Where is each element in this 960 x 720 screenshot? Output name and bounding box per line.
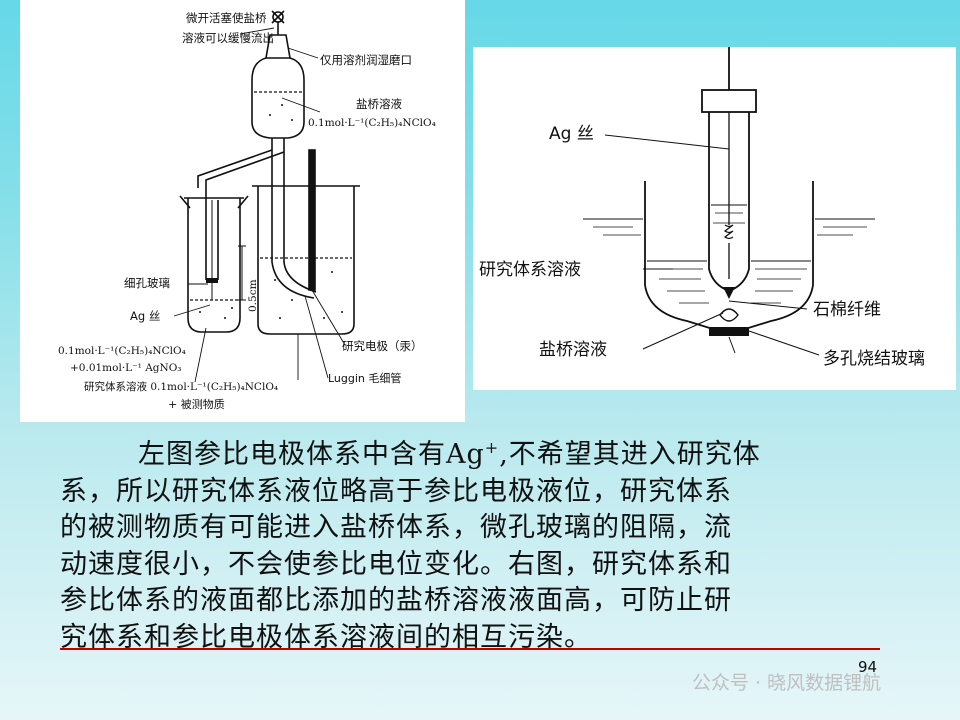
label-salt-bridge-right: 盐桥溶液 bbox=[539, 340, 607, 360]
paragraph-line-3: 的被测物质有可能进入盐桥体系，微孔玻璃的阻隔，流 bbox=[60, 512, 732, 543]
right-diagram-panel: Ag 丝 研究体系溶液 石棉纤维 盐桥溶液 多孔烧结玻璃 bbox=[473, 47, 956, 390]
red-underline bbox=[60, 648, 880, 650]
label-stopcock-2: 溶液可以缓慢流出 bbox=[182, 31, 274, 45]
silver-ion-charge: + bbox=[484, 438, 500, 457]
label-salt-concentration: 0.1mol·L⁻¹(C₂H₅)₄NClO₄ bbox=[308, 117, 436, 129]
paragraph-line-5: 参比体系的液面都比添加的盐桥溶液液面高，可防止研 bbox=[60, 585, 732, 616]
salt-bridge-electrode-diagram: Ag 丝 研究体系溶液 石棉纤维 盐桥溶液 多孔烧结玻璃 bbox=[479, 47, 925, 369]
label-working-electrode: 研究电极（汞） bbox=[342, 339, 423, 353]
paragraph-line-2: 系，所以研究体系液位略高于参比电极液位，研究体系 bbox=[60, 475, 732, 507]
paragraph-comma: , bbox=[499, 439, 509, 470]
page-number: 94 bbox=[858, 658, 878, 676]
label-ground-joint: 仅用溶剂润湿磨口 bbox=[320, 53, 412, 67]
label-ag-wire-left: Ag 丝 bbox=[130, 309, 160, 323]
label-luggin: Luggin 毛细管 bbox=[328, 371, 401, 385]
label-porous-frit: 多孔烧结玻璃 bbox=[823, 349, 925, 369]
paragraph-line-1-tail: 不希望其进入研究体 bbox=[508, 439, 761, 470]
label-ag-wire-right: Ag 丝 bbox=[549, 124, 594, 144]
label-analyte: + 被测物质 bbox=[168, 397, 225, 411]
silver-ion-symbol: Ag bbox=[446, 439, 485, 470]
label-distance: 0.5cm bbox=[247, 279, 259, 312]
label-study-solution-right: 研究体系溶液 bbox=[479, 260, 581, 280]
explanation-paragraph: 左图参比电极体系中含有Ag+,不希望其进入研究体 系，所以研究体系液位略高于参比… bbox=[60, 430, 940, 656]
paragraph-line-4: 动速度很小，不会使参比电位变化。右图，研究体系和 bbox=[60, 548, 732, 580]
paragraph-line-6: 究体系和参比电极体系溶液间的相互污染。 bbox=[60, 621, 592, 653]
label-study-solution: 研究体系溶液 0.1mol·L⁻¹(C₂H₅)₄NClO₄ bbox=[84, 380, 278, 393]
paragraph-line-1: 左图参比电极体系中含有Ag+,不希望其进入研究体 bbox=[60, 430, 940, 474]
watermark: 公众号 · 晓风数据锂航 bbox=[692, 672, 882, 694]
label-ref-solution-2: +0.01mol·L⁻¹ AgNO₃ bbox=[70, 362, 182, 374]
reference-electrode-diagram: 微开活塞使盐桥 溶液可以缓慢流出 仅用溶剂润湿磨口 盐桥溶液 0.1mol·L⁻… bbox=[58, 10, 436, 411]
label-ref-solution-1: 0.1mol·L⁻¹(C₂H₅)₄NClO₄ bbox=[58, 345, 186, 357]
paragraph-line-1-text: 左图参比电极体系中含有 bbox=[138, 439, 446, 470]
label-fine-glass: 细孔玻璃 bbox=[124, 276, 170, 290]
label-asbestos-fiber: 石棉纤维 bbox=[813, 300, 881, 320]
label-stopcock-1: 微开活塞使盐桥 bbox=[186, 11, 267, 25]
label-salt-bridge: 盐桥溶液 bbox=[356, 97, 402, 111]
left-diagram-panel: 微开活塞使盐桥 溶液可以缓慢流出 仅用溶剂润湿磨口 盐桥溶液 0.1mol·L⁻… bbox=[20, 0, 465, 422]
